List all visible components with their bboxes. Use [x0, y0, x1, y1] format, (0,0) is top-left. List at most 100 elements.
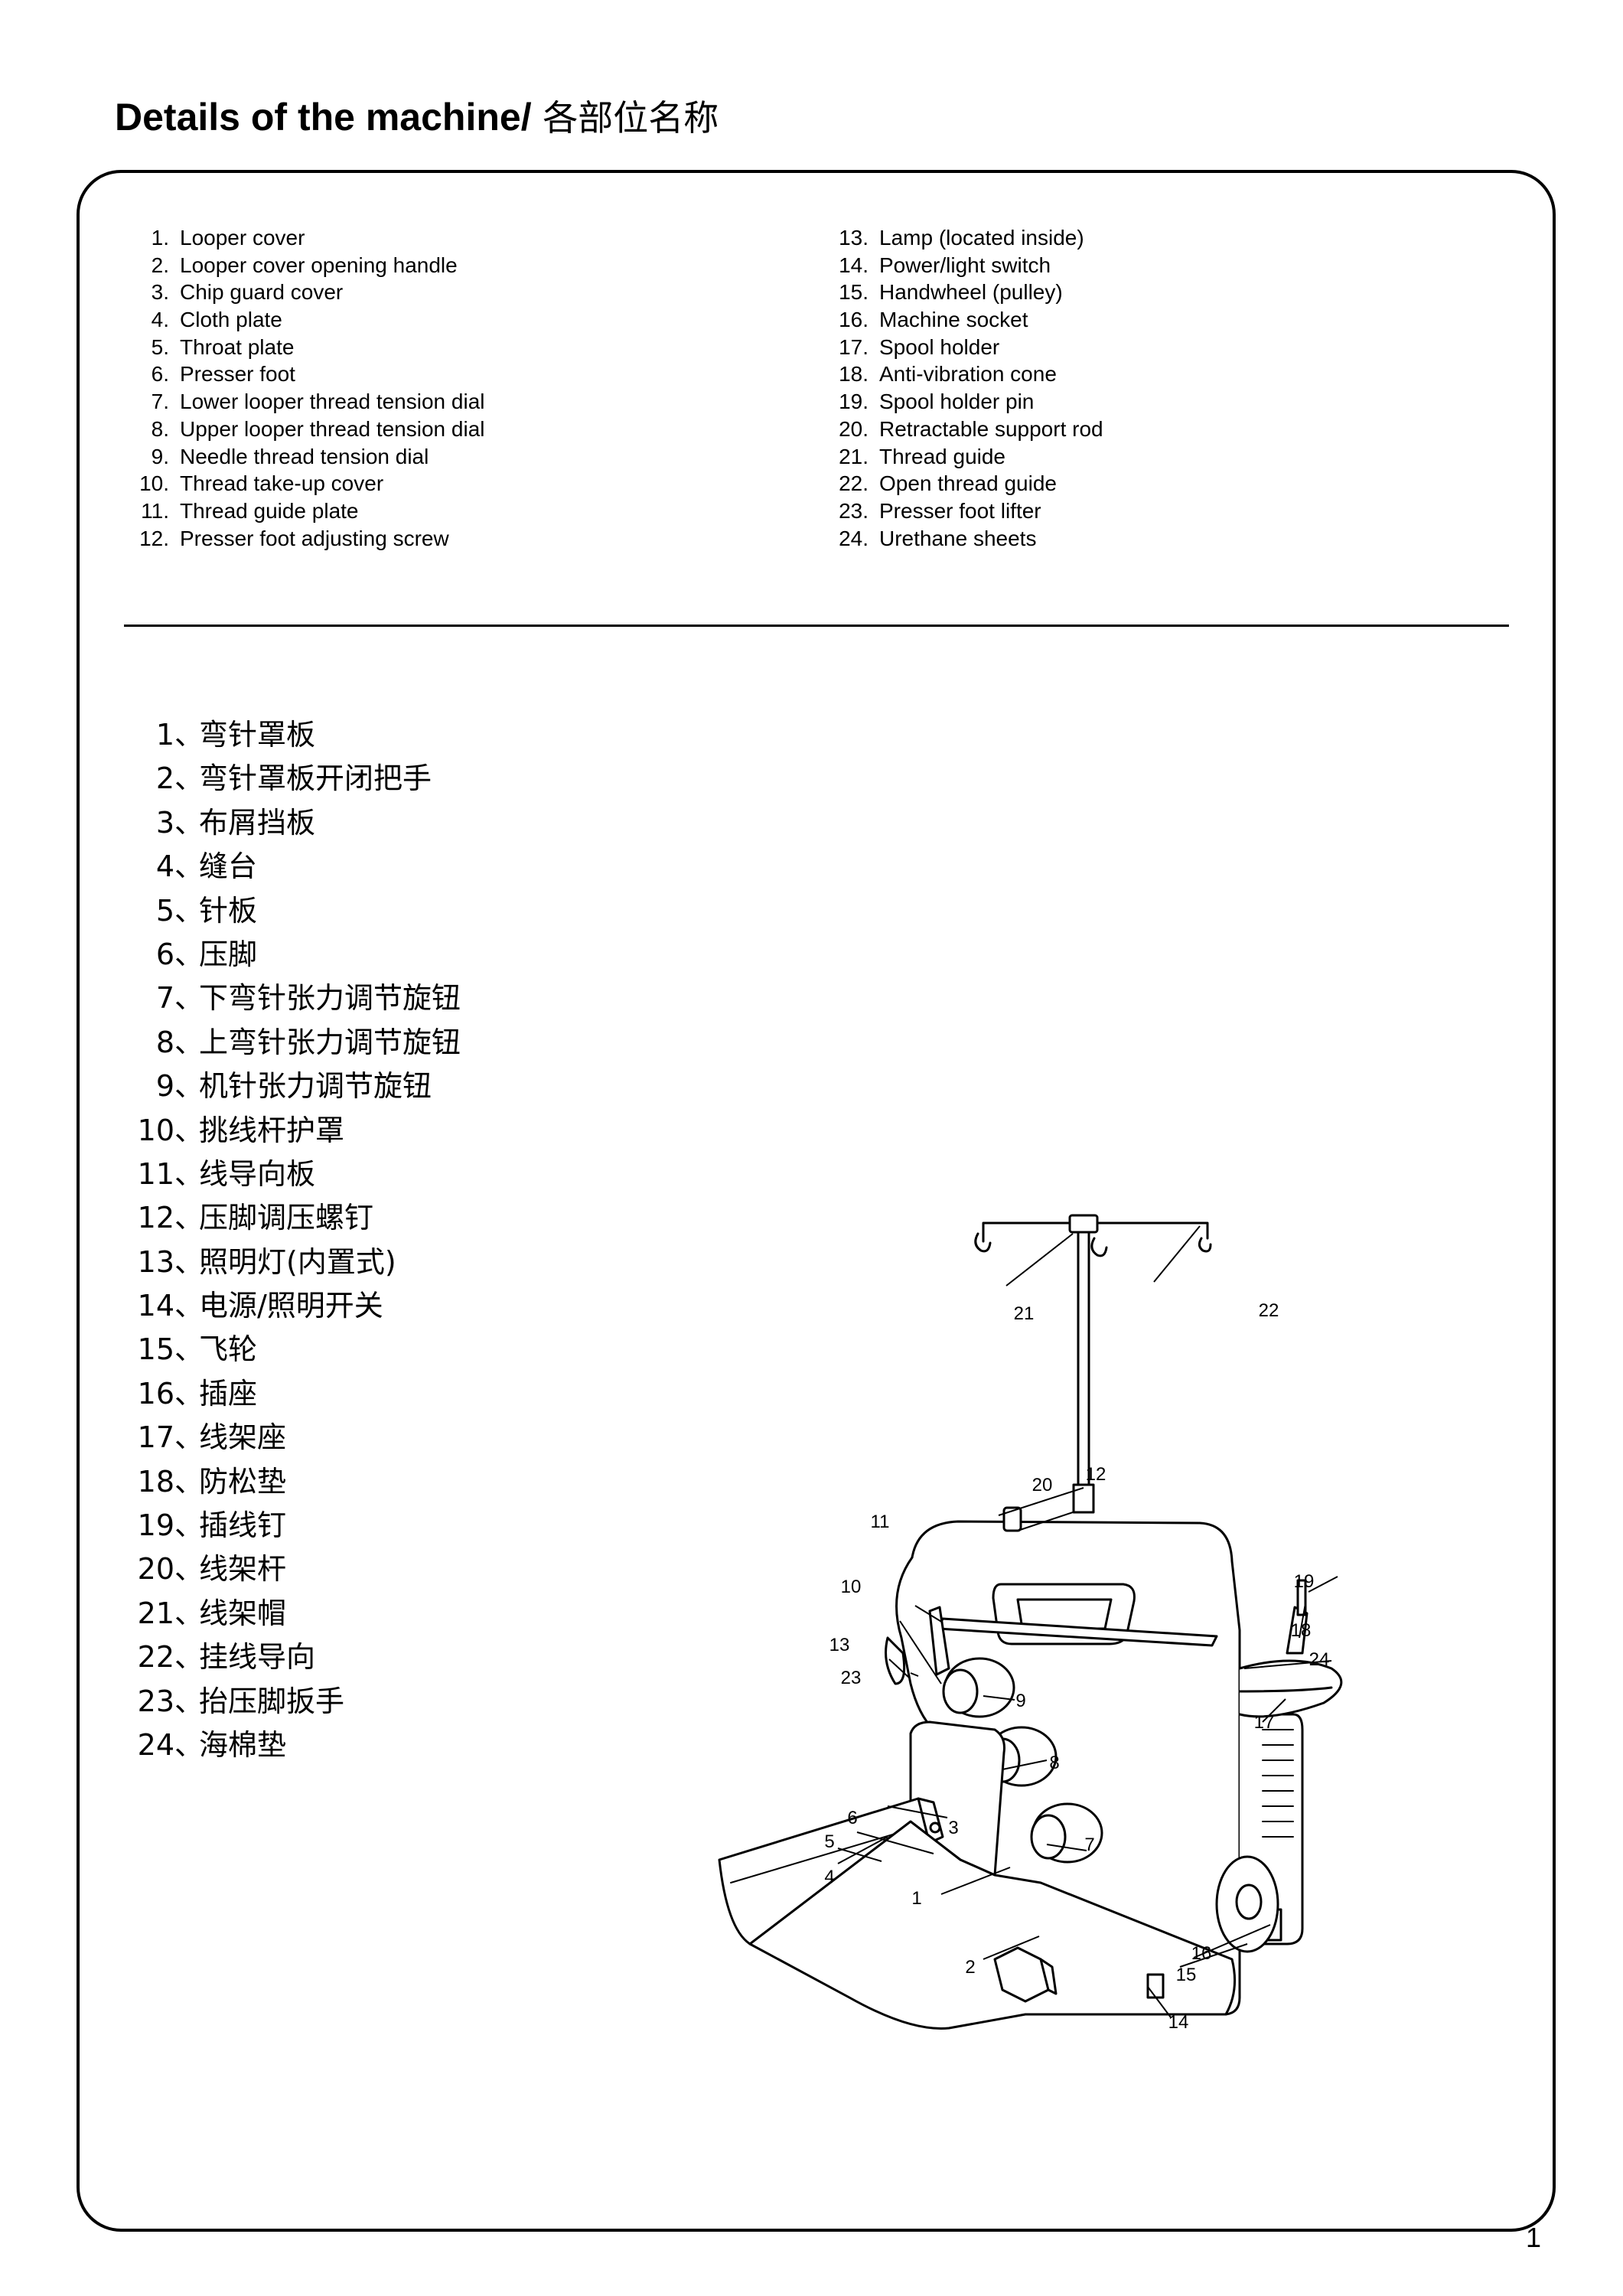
callout-label-18: 18 — [1291, 1620, 1312, 1641]
english-part-label: Retractable support rod — [879, 416, 1103, 441]
chinese-part-item: 10、挑线杆护罩 — [122, 1109, 461, 1153]
english-parts-list-right: 13.Lamp (located inside) 14.Power/light … — [823, 224, 1103, 552]
english-part-item: 13.Lamp (located inside) — [823, 224, 1103, 252]
chinese-part-item: 11、线导向板 — [122, 1153, 461, 1196]
chinese-part-item: 8、上弯针张力调节旋钮 — [122, 1021, 461, 1065]
page-title: Details of the machine/ 各部位名称 — [115, 90, 719, 145]
english-part-label: Thread take-up cover — [180, 471, 384, 496]
english-part-number: 2. — [151, 253, 169, 277]
english-part-number: 15. — [839, 280, 869, 305]
chinese-part-label: 机针张力调节旋钮 — [199, 1069, 432, 1104]
english-parts-list-left: 1.Looper cover 2.Looper cover opening ha… — [115, 224, 484, 552]
english-part-label: Presser foot adjusting screw — [180, 526, 449, 550]
english-part-number: 10. — [139, 471, 169, 496]
english-part-label: Throat plate — [180, 334, 295, 359]
chinese-part-label: 布屑挡板 — [199, 805, 316, 840]
chinese-part-separator: 、 — [174, 893, 204, 928]
english-part-item: 10. Thread take-up cover — [115, 470, 484, 497]
chinese-part-item: 17、线架座 — [122, 1416, 461, 1459]
chinese-part-label: 挂线导向 — [199, 1640, 316, 1675]
chinese-part-item: 6、压脚 — [122, 933, 461, 977]
machine-drawing — [718, 1214, 1343, 2030]
chinese-part-number: 8 — [155, 1025, 174, 1059]
chinese-part-item: 5、针板 — [122, 889, 461, 933]
english-part-item: 17. Spool holder — [823, 334, 1103, 361]
chinese-part-number: 17 — [137, 1420, 174, 1455]
english-part-item: 16.Machine socket — [823, 306, 1103, 334]
english-part-item: 3.Chip guard cover — [115, 279, 484, 306]
chinese-part-separator: 、 — [174, 1332, 204, 1367]
callout-label-20: 20 — [1032, 1475, 1053, 1495]
chinese-part-item: 13、照明灯(内置式) — [122, 1241, 461, 1284]
content-frame — [77, 170, 1556, 2232]
english-part-item: 14.Power/light switch — [823, 252, 1103, 279]
chinese-part-separator: 、 — [174, 1201, 204, 1235]
chinese-part-item: 3、布屑挡板 — [122, 801, 461, 845]
chinese-part-separator: 、 — [174, 1289, 204, 1323]
chinese-part-label: 压脚调压螺钉 — [199, 1201, 374, 1235]
chinese-part-label: 线架帽 — [199, 1596, 287, 1630]
english-part-label: Spool holder — [879, 334, 1000, 359]
chinese-part-label: 弯针罩板开闭把手 — [199, 762, 432, 796]
chinese-part-label: 缝台 — [199, 850, 258, 884]
english-part-label: Thread guide plate — [180, 498, 359, 523]
chinese-part-item: 20、线架杆 — [122, 1548, 461, 1591]
chinese-part-label: 针板 — [199, 893, 258, 928]
chinese-part-label: 弯针罩板 — [199, 718, 316, 752]
chinese-part-item: 7、下弯针张力调节旋钮 — [122, 977, 461, 1020]
chinese-part-label: 下弯针张力调节旋钮 — [199, 981, 461, 1016]
chinese-part-label: 防松垫 — [199, 1464, 287, 1499]
chinese-part-separator: 、 — [174, 1376, 204, 1411]
english-part-item: 19. Spool holder pin — [823, 388, 1103, 416]
chinese-part-number: 4 — [155, 850, 174, 884]
chinese-part-item: 9、机针张力调节旋钮 — [122, 1065, 461, 1108]
callout-label-8: 8 — [1049, 1753, 1059, 1773]
chinese-part-number: 6 — [155, 937, 174, 971]
english-part-label: Open thread guide — [879, 471, 1057, 496]
callout-label-19: 19 — [1294, 1571, 1315, 1592]
english-part-label: Looper cover — [180, 226, 305, 249]
english-part-label: Spool holder pin — [879, 390, 1035, 414]
chinese-part-item: 4、缝台 — [122, 845, 461, 889]
english-part-number: 17. — [839, 334, 869, 359]
english-part-number: 18. — [839, 362, 869, 386]
callout-label-14: 14 — [1168, 2012, 1189, 2033]
chinese-part-number: 18 — [137, 1464, 174, 1499]
callout-label-24: 24 — [1309, 1649, 1330, 1670]
english-part-number: 4. — [151, 308, 169, 332]
callout-label-16: 16 — [1191, 1943, 1212, 1964]
page-title-english: Details of the machine/ — [115, 96, 532, 139]
english-part-label: Upper looper thread tension dial — [180, 416, 485, 441]
english-part-item: 24.Urethane sheets — [823, 525, 1103, 553]
chinese-part-label: 插座 — [199, 1376, 258, 1411]
english-part-number: 5. — [151, 334, 169, 359]
english-part-item: 15. Handwheel (pulley) — [823, 279, 1103, 306]
english-part-number: 12. — [139, 526, 169, 550]
chinese-parts-list: 1、弯针罩板 2、弯针罩板开闭把手 3、布屑挡板 4、缝台 5、针板 6、压脚 … — [122, 713, 461, 1767]
english-part-number: 19. — [839, 390, 869, 414]
english-part-number: 11. — [141, 498, 169, 523]
english-part-item: 12. Presser foot adjusting screw — [115, 525, 484, 553]
callout-label-10: 10 — [841, 1577, 862, 1597]
english-part-item: 22.Open thread guide — [823, 470, 1103, 497]
chinese-part-label: 抬压脚扳手 — [199, 1684, 345, 1718]
page-number: 1 — [1526, 2222, 1542, 2253]
chinese-part-separator: 、 — [174, 1596, 204, 1630]
chinese-part-number: 24 — [137, 1727, 174, 1762]
chinese-part-number: 21 — [137, 1596, 174, 1630]
callout-label-17: 17 — [1254, 1712, 1275, 1733]
english-part-item: 1.Looper cover — [115, 224, 484, 252]
english-part-item: 2.Looper cover opening handle — [115, 252, 484, 279]
english-part-label: Handwheel (pulley) — [879, 280, 1063, 305]
chinese-part-number: 12 — [137, 1201, 174, 1235]
english-part-number: 8. — [151, 416, 169, 441]
callout-label-1: 1 — [911, 1888, 921, 1909]
english-part-label: Cloth plate — [180, 308, 282, 332]
callout-label-12: 12 — [1086, 1464, 1106, 1485]
chinese-part-label: 线架座 — [199, 1420, 287, 1455]
chinese-part-separator: 、 — [174, 1552, 204, 1587]
english-part-number: 16. — [839, 308, 869, 332]
chinese-part-number: 10 — [137, 1113, 174, 1147]
chinese-part-item: 19、插线钉 — [122, 1504, 461, 1548]
english-part-number: 23. — [839, 498, 869, 523]
